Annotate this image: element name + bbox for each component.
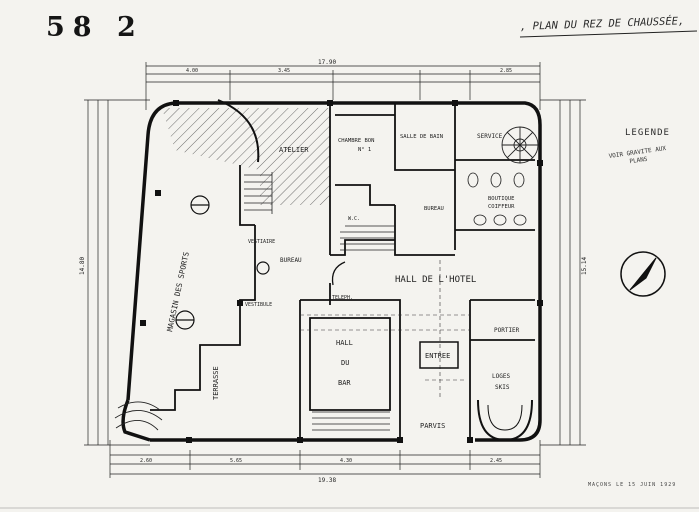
room-hall-bar-3: BAR [338, 379, 351, 387]
room-chambre-no: N° 1 [358, 147, 371, 153]
dim-top-a: 4.00 [186, 68, 198, 74]
atelier-curve [217, 99, 260, 163]
room-bureau2: BUREAU [424, 206, 444, 212]
dim-bottom-total: 19.38 [318, 477, 336, 484]
interior-walls [150, 103, 535, 440]
dimension-lines-right [540, 99, 586, 446]
room-entree: ENTREE [425, 352, 450, 360]
room-loges-2: SKIS [495, 384, 510, 391]
room-chambre: CHAMBRE BON [338, 138, 374, 144]
corner-stair [114, 401, 163, 431]
room-boutique: BOUTIQUE [488, 196, 515, 202]
entrance-curve [331, 261, 346, 286]
room-vestiaire: VESTIAIRE [248, 239, 275, 245]
magasin-columns [175, 195, 270, 330]
room-wc: W.C. [348, 216, 360, 222]
footer-note: MAÇONS LE 15 JUIN 1929 [588, 482, 677, 488]
room-hall-bar-2: DU [341, 359, 349, 367]
room-vestibule: VESTIBULE [245, 302, 272, 308]
room-hall-bar-1: HALL [336, 339, 353, 347]
dim-bot-d: 2.45 [490, 458, 502, 464]
atelier-stairs [244, 172, 273, 214]
axis-lines [300, 260, 470, 400]
columns [140, 100, 543, 443]
dim-bot-a: 2.60 [140, 458, 152, 464]
dim-bot-c: 4.30 [340, 458, 352, 464]
room-terrasse: TERRASSE [212, 366, 220, 400]
room-parvis: PARVIS [420, 422, 445, 430]
service-stair [501, 126, 539, 164]
dim-left-total: 14.80 [79, 257, 86, 275]
sheet-number: 58 2 [46, 12, 144, 43]
room-service: SERVICE [477, 133, 503, 140]
room-telephone: TELEPH. [332, 295, 353, 301]
room-coiffeur: COIFFEUR [488, 204, 515, 210]
room-atelier: ATELIER [279, 146, 309, 154]
dimension-lines-bottom [109, 440, 541, 478]
bar-counter [312, 411, 390, 431]
dim-top-c: 2.85 [500, 68, 512, 74]
room-loges-1: LOGES [492, 373, 510, 380]
room-hall-hotel: HALL DE L'HOTEL [395, 275, 476, 285]
compass-icon [620, 251, 666, 297]
room-salle-bain: SALLE DE BAIN [400, 134, 443, 140]
room-bureau: BUREAU [280, 257, 302, 264]
coiffeur-basins [467, 172, 527, 226]
dim-top-b: 3.45 [278, 68, 290, 74]
legend-title: LEGENDE [625, 128, 670, 138]
room-portier: PORTIER [494, 327, 520, 334]
title-underline [519, 30, 698, 38]
entree-box [419, 341, 459, 369]
dim-top-total: 17.90 [318, 59, 336, 66]
dimension-lines-top [145, 62, 541, 110]
dimension-lines-left [84, 99, 150, 446]
hall-stairs [340, 225, 395, 251]
dim-bot-b: 5.65 [230, 458, 242, 464]
hatched-zone [162, 108, 330, 205]
loges-bay [477, 399, 533, 442]
dim-right-total: 15.14 [581, 257, 588, 275]
